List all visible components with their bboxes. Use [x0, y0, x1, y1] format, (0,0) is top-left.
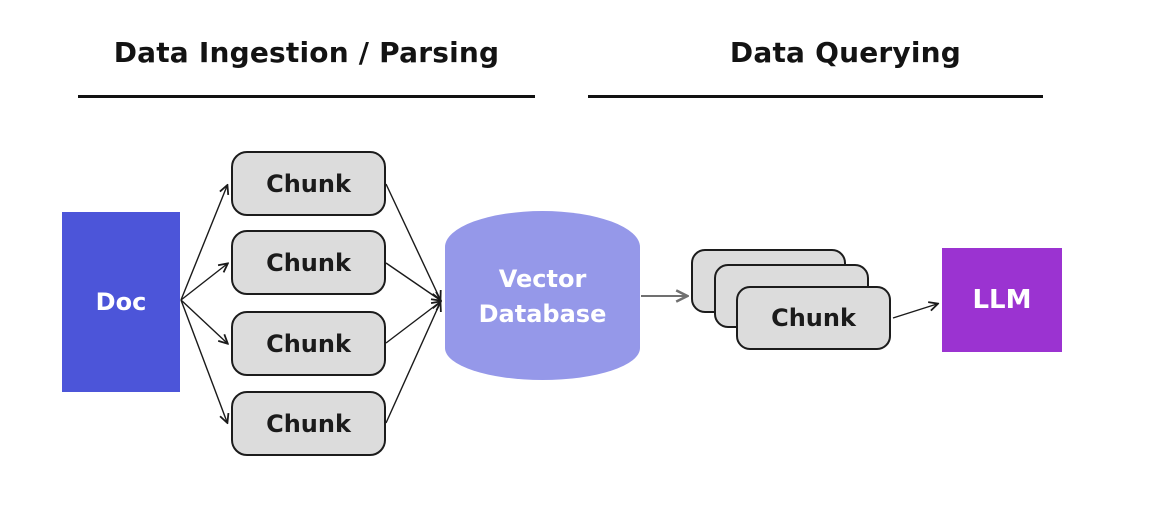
doc-to-chunk2-arrow	[180, 264, 227, 301]
chunk-label: Chunk	[266, 329, 351, 358]
doc-to-chunk1-arrow	[180, 186, 227, 301]
chunk-node-4: Chunk	[231, 391, 386, 456]
chunk-node-2: Chunk	[231, 230, 386, 295]
section-title-data-ingestion: Data Ingestion / Parsing	[113, 36, 500, 69]
chunk4-to-vectordb-arrow	[385, 303, 440, 424]
doc-to-chunk3-arrow	[180, 299, 227, 343]
chunk2-to-vectordb-arrow	[385, 262, 440, 300]
chunk-node-3: Chunk	[231, 311, 386, 376]
section-divider-ingestion	[78, 95, 535, 98]
chunk-label: Chunk	[266, 409, 351, 438]
chunk1-to-vectordb-arrow	[385, 183, 440, 299]
retrieved-chunk-card-front: Chunk	[736, 286, 891, 350]
doc-label: Doc	[95, 288, 147, 316]
section-divider-querying	[588, 95, 1043, 98]
chunk-label: Chunk	[266, 169, 351, 198]
retrieved-chunk-label: Chunk	[771, 304, 856, 332]
chunk-node-1: Chunk	[231, 151, 386, 216]
llm-node: LLM	[942, 248, 1062, 352]
section-title-data-querying: Data Querying	[729, 36, 962, 69]
chunk-label: Chunk	[266, 248, 351, 277]
vector-database-node	[445, 211, 640, 380]
chunks-to-llm-arrow	[892, 304, 937, 319]
doc-to-chunk4-arrow	[180, 299, 227, 422]
chunk3-to-vectordb-arrow	[385, 302, 440, 344]
doc-node: Doc	[62, 212, 180, 392]
llm-label: LLM	[972, 285, 1032, 315]
